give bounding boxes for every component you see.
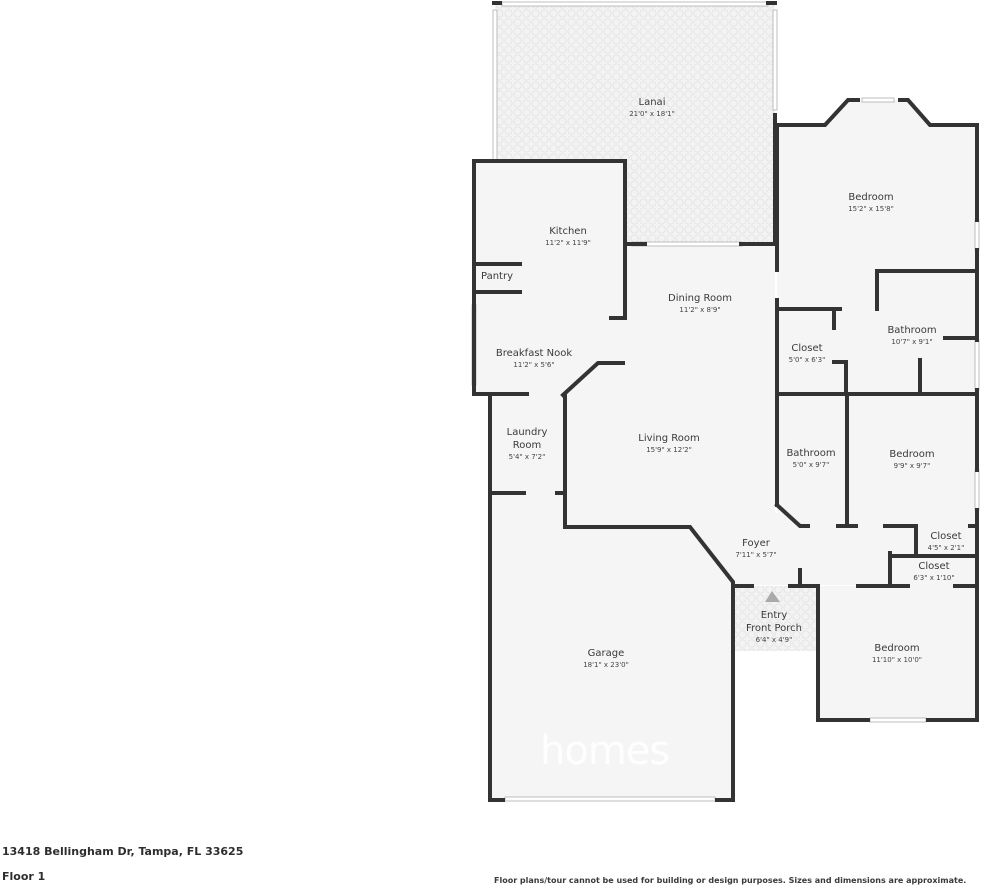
bath2-floor — [777, 396, 847, 526]
room-name: Bathroom — [786, 448, 836, 459]
room-name: Closet — [918, 561, 950, 572]
window — [869, 717, 927, 723]
room-label-dining-room: Dining Room 11'2" x 8'9" — [668, 292, 732, 315]
room-name: Garage — [587, 648, 625, 659]
address: 13418 Bellingham Dr, Tampa, FL 33625 — [2, 845, 244, 858]
room-dims: 15'2" x 15'8" — [848, 205, 894, 213]
kitchen-floor — [474, 161, 625, 394]
bedroom3-floor — [818, 586, 977, 720]
room-name: Lanai — [638, 97, 666, 108]
room-dims: 21'0" x 18'1" — [629, 110, 675, 118]
watermark: homes — [540, 728, 670, 774]
room-name: Bathroom — [887, 325, 937, 336]
bedroom2-floor — [847, 396, 977, 526]
entry-arrow-icon — [765, 591, 780, 602]
garage-floor — [490, 493, 733, 799]
room-label-laundry-room: Laundry Room 5'4" x 7'2" — [507, 426, 548, 462]
room-dims: 18'1" x 23'0" — [583, 661, 629, 669]
room-label-closet-b: Closet 6'3" x 1'10" — [913, 560, 954, 583]
window — [772, 9, 778, 111]
room-dims: 11'2" x 11'9" — [545, 239, 591, 247]
room-name: Laundry — [506, 427, 548, 438]
room-name: Dining Room — [668, 293, 732, 304]
room-dims: 6'4" x 4'9" — [755, 636, 793, 644]
room-dims: 11'2" x 5'6" — [513, 361, 555, 369]
room-name: Closet — [791, 343, 823, 354]
room-dims: 11'2" x 8'9" — [679, 306, 721, 314]
room-dims: 5'0" x 6'3" — [788, 356, 826, 364]
room-label-master-bedroom: Bedroom 15'2" x 15'8" — [848, 191, 894, 214]
room-label-closet-a: Closet 4'5" x 2'1" — [928, 530, 965, 553]
room-dims: 11'10" x 10'0" — [871, 656, 923, 664]
room-dims: 4'5" x 2'1" — [927, 544, 965, 552]
room-dims: 15'9" x 12'2" — [646, 446, 692, 454]
room-name: Living Room — [638, 433, 700, 444]
room-label-foyer: Foyer 7'11" x 5'7" — [735, 537, 776, 560]
room-label-kitchen: Kitchen 11'2" x 11'9" — [545, 225, 591, 248]
window — [492, 9, 498, 161]
window — [974, 219, 980, 251]
room-dims: 5'4" x 7'2" — [508, 453, 546, 461]
room-label-breakfast-nook: Breakfast Nook 11'2" x 5'6" — [496, 347, 572, 370]
room-name: Pantry — [481, 271, 513, 282]
room-dims: 6'3" x 1'10" — [913, 574, 955, 582]
room-name: Closet — [930, 531, 962, 542]
walls — [472, 1, 979, 802]
room-label-bathroom-2: Bathroom 5'0" x 9'7" — [786, 447, 835, 470]
floor-fills — [474, 4, 977, 799]
room-name: Kitchen — [549, 226, 587, 237]
window — [631, 241, 743, 247]
room-name: Front Porch — [746, 623, 802, 634]
laundry-floor — [490, 394, 565, 493]
room-name: Bedroom — [874, 643, 920, 654]
room-label-living-room: Living Room 15'9" x 12'2" — [638, 432, 699, 455]
window — [974, 339, 980, 391]
window — [861, 97, 895, 103]
room-name: Breakfast Nook — [495, 348, 573, 359]
room-label-master-bathroom: Bathroom 10'7" x 9'1" — [887, 324, 936, 347]
room-label-entry-porch: Entry Front Porch 6'4" x 4'9" — [746, 609, 802, 645]
room-name: Entry — [760, 610, 788, 621]
room-dims: 7'11" x 5'7" — [735, 551, 777, 559]
room-label-pantry: Pantry — [481, 270, 513, 283]
room-label-garage: Garage 18'1" x 23'0" — [583, 647, 629, 670]
room-label-bedroom-3: Bedroom 11'10" x 10'0" — [872, 642, 922, 665]
disclaimer: Floor plans/tour cannot be used for buil… — [494, 876, 967, 885]
room-name: Bedroom — [848, 192, 894, 203]
room-name: Room — [512, 440, 542, 451]
room-label-lanai: Lanai 21'0" x 18'1" — [629, 96, 675, 119]
room-name: Bedroom — [889, 449, 935, 460]
room-name: Foyer — [742, 538, 770, 549]
room-label-bedroom-2: Bedroom 9'9" x 9'7" — [889, 448, 934, 471]
room-dims: 9'9" x 9'7" — [893, 462, 931, 470]
room-dims: 10'7" x 9'1" — [891, 338, 933, 346]
room-dims: 5'0" x 9'7" — [792, 461, 830, 469]
master-bedroom-floor — [777, 100, 977, 394]
garage-door — [504, 796, 716, 802]
floor-label: Floor 1 — [2, 870, 46, 883]
window — [974, 469, 980, 511]
room-label-master-closet: Closet 5'0" x 6'3" — [789, 342, 826, 365]
window — [501, 1, 769, 7]
